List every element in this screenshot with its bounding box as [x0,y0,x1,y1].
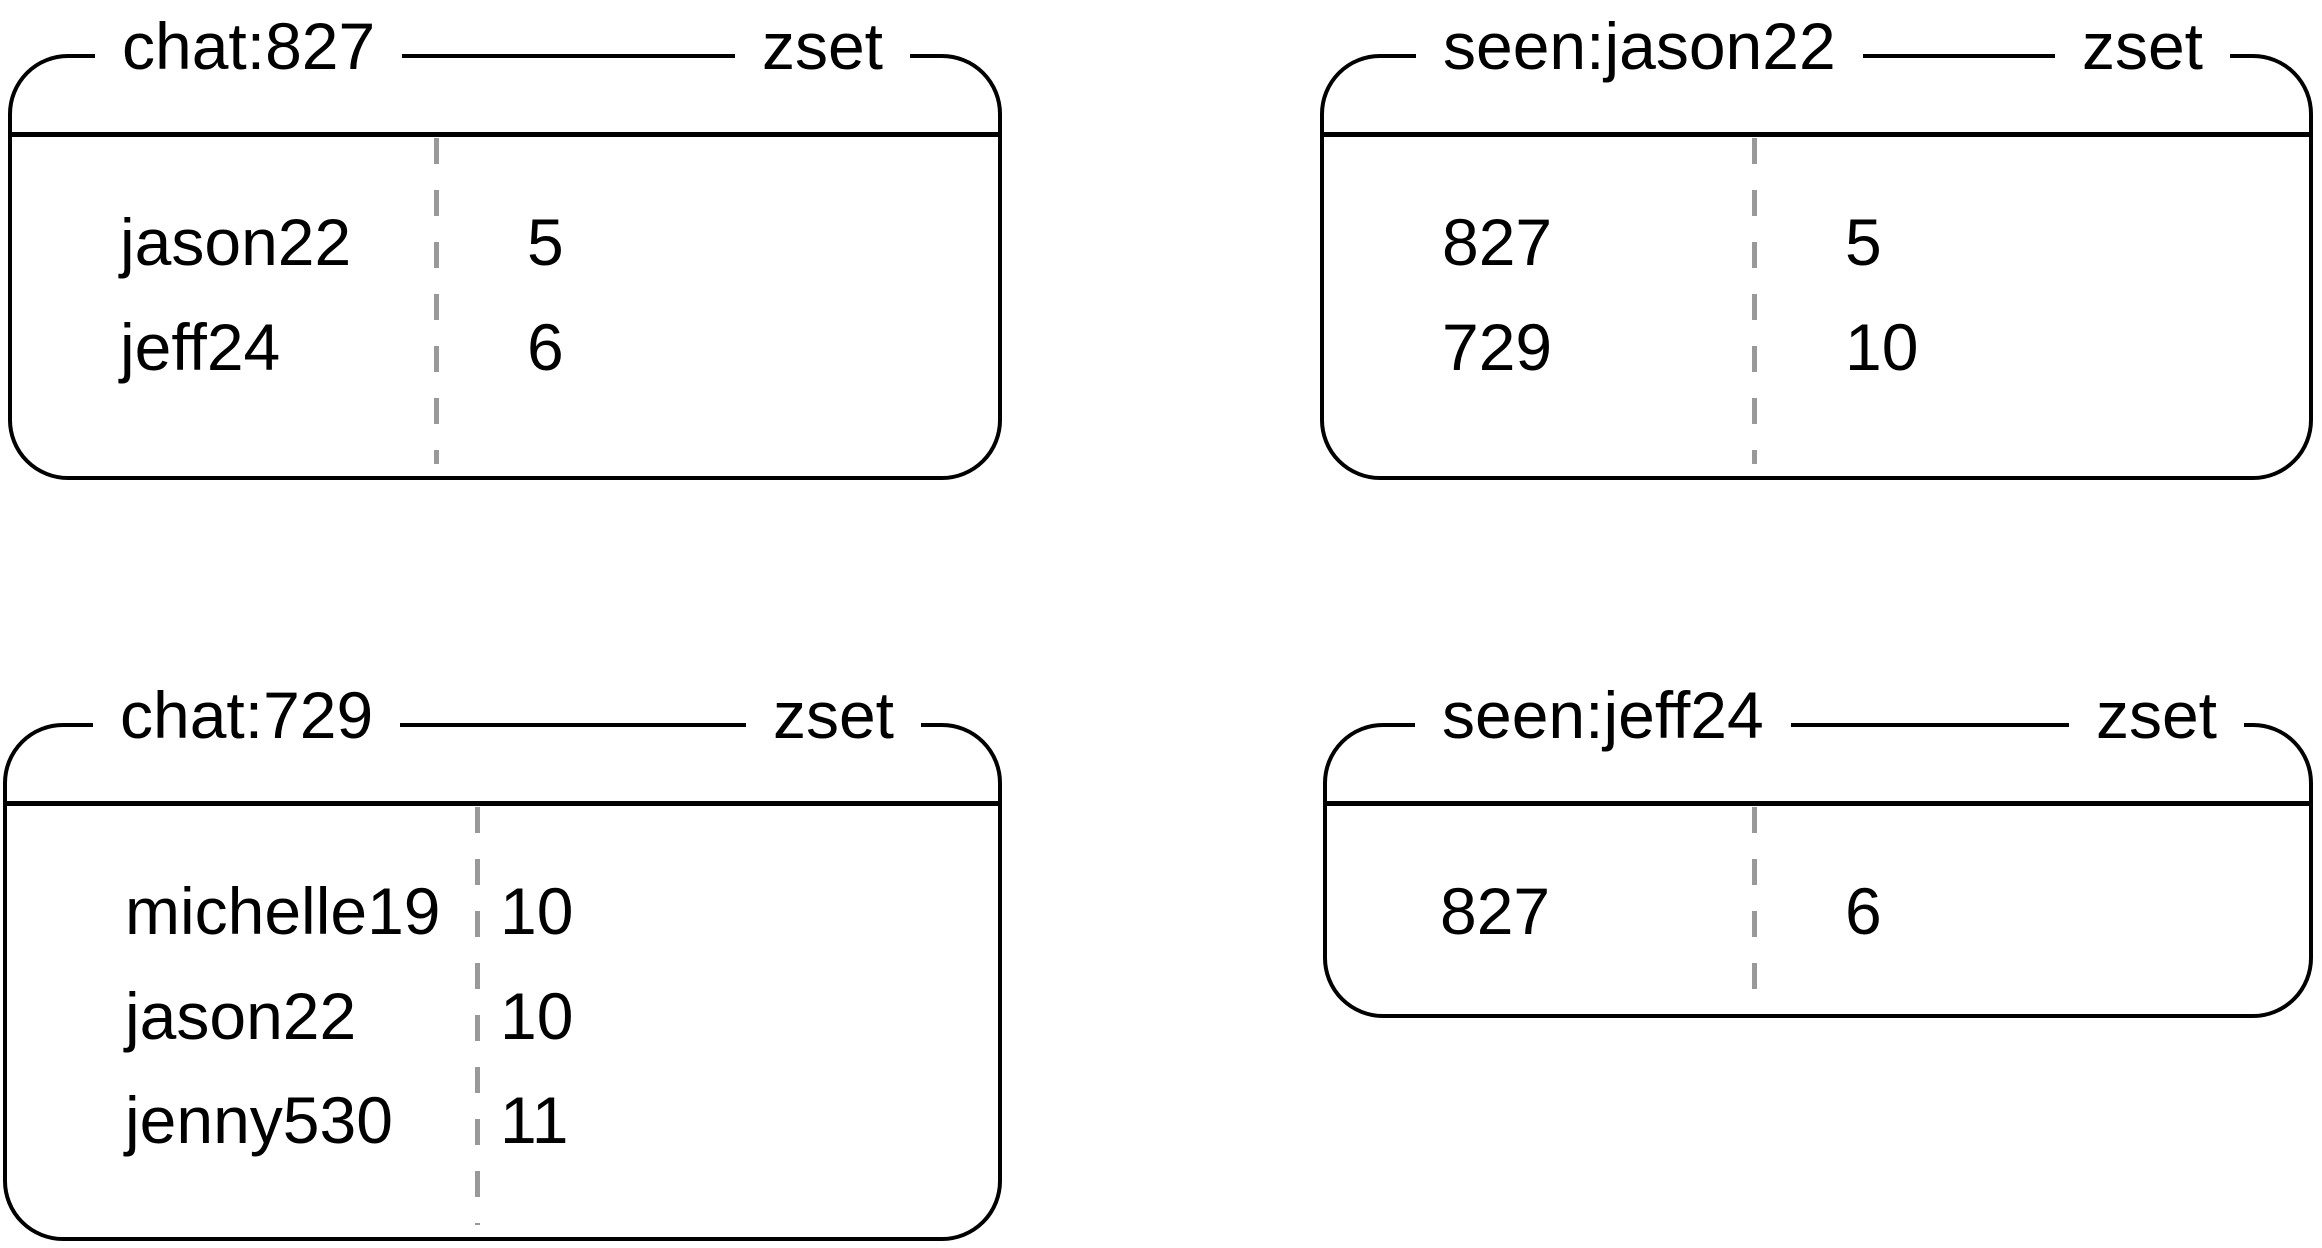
zset-box-seen-jason22: seen:jason22 zset 827 5 729 10 [1320,11,2313,480]
member-score-divider [475,807,480,1225]
member-cell: 827 [1442,205,1553,279]
zset-box-chat-827: chat:827 zset jason22 5 jeff24 6 [8,11,1002,480]
key-label: chat:729 [93,680,401,750]
member-cell: 729 [1442,310,1553,384]
table-row: 729 10 [1324,309,2309,385]
header-separator [1326,801,2310,806]
type-badge: zset [2068,680,2244,750]
title-line [1863,11,2055,81]
score-cell: 10 [500,979,574,1053]
zset-box-chat-729: chat:729 zset michelle19 10 jason22 10 j… [3,680,1002,1241]
title-bar: chat:729 zset [7,680,998,750]
type-badge: zset [734,11,910,81]
key-label: seen:jeff24 [1415,680,1791,750]
member-score-divider [434,138,439,464]
table-row: jason22 5 [12,204,998,280]
member-cell: michelle19 [125,874,441,948]
title-line [400,680,746,750]
title-bar: seen:jason22 zset [1324,11,2309,81]
title-line [1791,680,2069,750]
zset-box-seen-jeff24: seen:jeff24 zset 827 6 [1323,680,2313,1018]
table-row: 827 6 [1327,873,2309,949]
header-separator [1323,132,2310,137]
member-score-divider [1752,138,1757,464]
table-row: jason22 10 [7,978,998,1054]
table-row: 827 5 [1324,204,2309,280]
key-label: chat:827 [95,11,403,81]
member-cell: jenny530 [125,1083,393,1157]
type-badge: zset [2054,11,2230,81]
score-cell: 5 [527,205,564,279]
member-cell: jeff24 [120,310,281,384]
score-cell: 6 [527,310,564,384]
table-row: jenny530 11 [7,1082,998,1158]
title-bar: seen:jeff24 zset [1327,680,2309,750]
table-row: jeff24 6 [12,309,998,385]
title-line [402,11,735,81]
key-label: seen:jason22 [1416,11,1863,81]
score-cell: 6 [1845,874,1882,948]
header-separator [11,132,999,137]
member-cell: jason22 [125,979,357,1053]
table-row: michelle19 10 [7,873,998,949]
title-bar: chat:827 zset [12,11,998,81]
score-cell: 10 [1845,310,1919,384]
score-cell: 11 [500,1083,569,1157]
member-score-divider [1752,807,1757,1002]
score-cell: 10 [500,874,574,948]
member-cell: jason22 [120,205,352,279]
type-badge: zset [745,680,921,750]
member-cell: 827 [1440,874,1551,948]
header-separator [6,801,999,806]
score-cell: 5 [1845,205,1882,279]
